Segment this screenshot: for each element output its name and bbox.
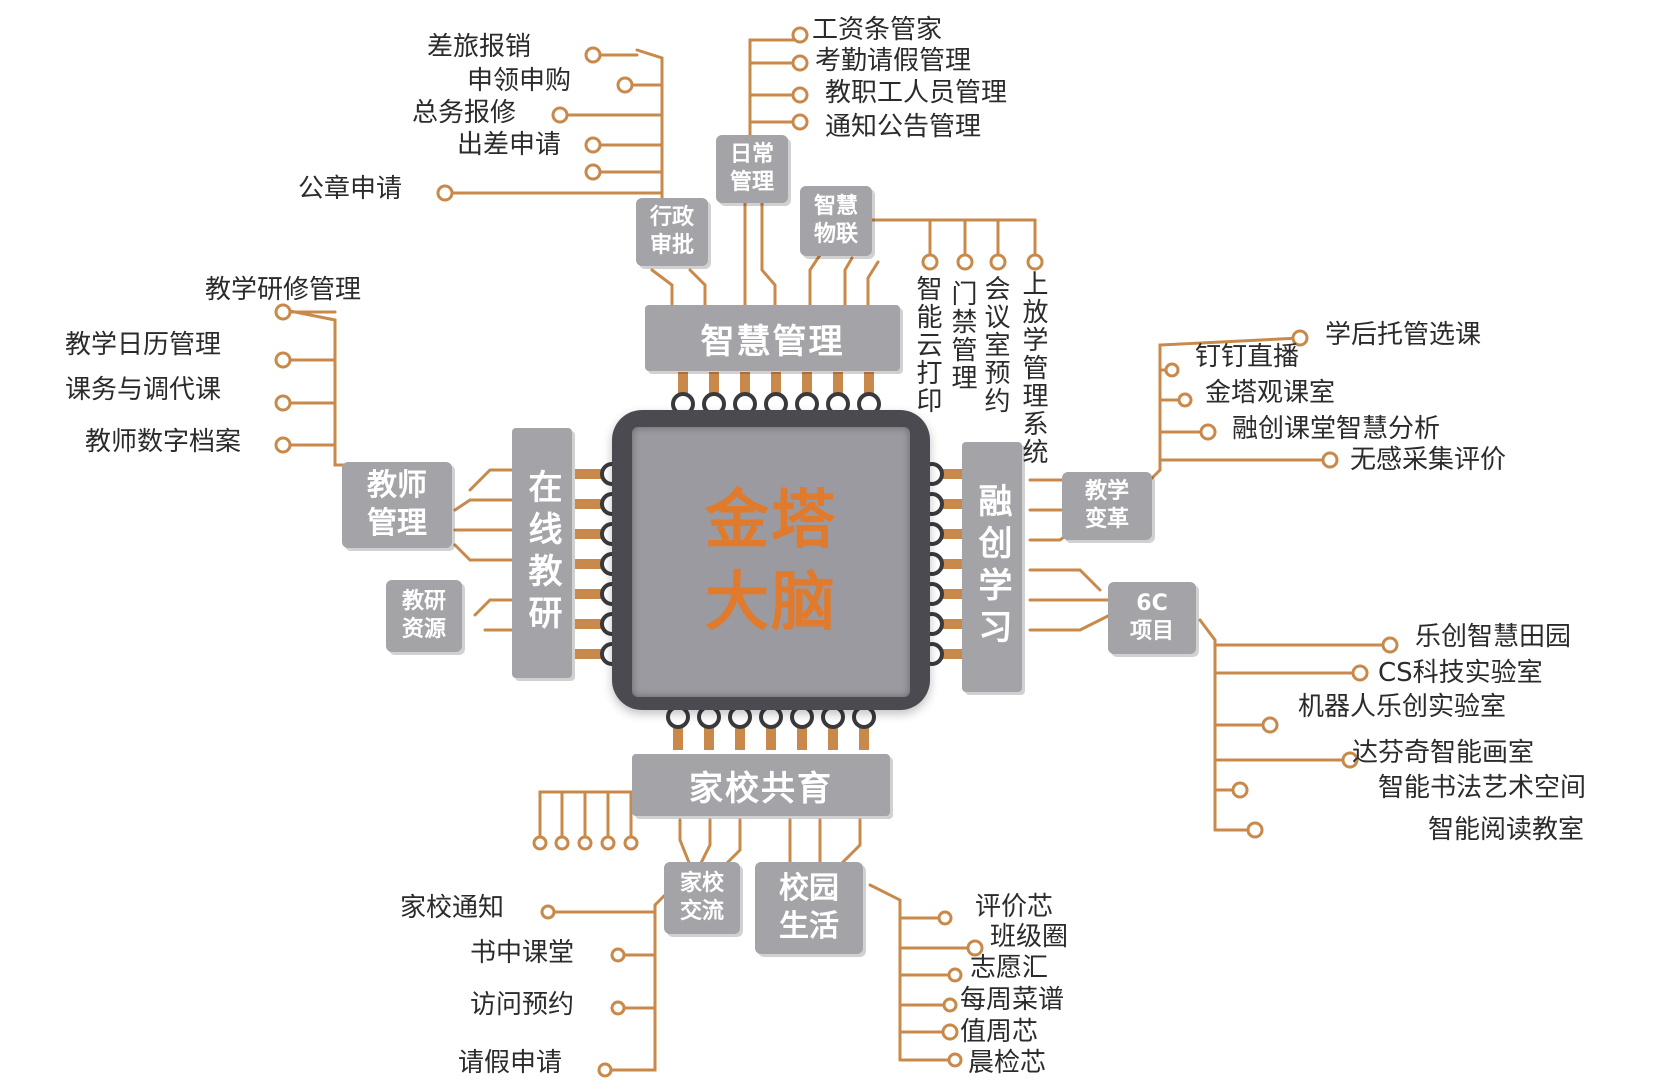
label-class-circle: 班级圈 [990,922,1069,952]
box-smart-iot: 智慧 物联 [800,186,872,256]
label-davinci-studio: 达芬奇智能画室 [1352,738,1535,768]
bar-home-school: 家校共育 [632,754,890,816]
reform-tree [1148,329,1339,482]
label-teaching-calendar: 教学日历管理 [65,330,222,360]
label-seamless-evaluation: 无感采集评价 [1350,445,1507,475]
chip-core [632,427,910,697]
box-teaching-reform: 教学 变革 [1062,472,1152,540]
label-robot-lab: 机器人乐创实验室 [1298,692,1507,722]
label-reading-room: 智能阅读教室 [1428,815,1585,845]
chip-pins-bottom [666,705,876,750]
chip-title: 金塔 大脑 [632,480,910,644]
campus-tree [868,883,984,1068]
box-admin-approval: 行政 审批 [636,198,708,266]
label-digital-archive: 教师数字档案 [85,427,242,457]
label-home-school-notice: 家校通知 [400,893,505,923]
chip-title-line2: 大脑 [705,566,837,640]
label-duty-week: 值周芯 [960,1017,1039,1047]
label-morning-check: 晨检芯 [968,1048,1047,1078]
admin-tree [436,46,664,202]
label-classroom-analysis: 融创课堂智慧分析 [1232,414,1441,444]
box-home-school-communication: 家校 交流 [664,862,740,934]
label-calligraphy-space: 智能书法艺术空间 [1378,773,1587,803]
label-staff-management: 教职工人员管理 [825,78,1008,108]
label-travel-reimbursement: 差旅报销 [427,32,532,62]
box-teacher-management: 教师 管理 [342,462,452,548]
label-school-commute: 上放学管理系统 [1018,270,1048,466]
six-c-tree [1198,618,1399,839]
label-dingtalk-live: 钉钉直播 [1195,342,1300,372]
label-general-repair: 总务报修 [412,98,517,128]
label-research-training: 教学研修管理 [205,275,362,305]
box-6c-project: 6C 项目 [1108,582,1196,654]
label-evaluation-core: 评价芯 [975,892,1054,922]
iot-tree [868,218,1044,271]
box-daily-management: 日常 管理 [716,135,788,203]
label-course-substitution: 课务与调代课 [65,375,222,405]
bar-online-research: 在线教研 [512,428,572,678]
teacher-tree [274,303,347,467]
label-leave-request: 请假申请 [458,1048,563,1078]
label-meeting-room: 会议室预约 [980,275,1010,415]
label-access-control: 门禁管理 [947,280,977,392]
label-purchase-request: 申领申购 [467,66,572,96]
box-research-resources: 教研 资源 [386,580,462,652]
daily-tree [748,26,809,137]
label-attendance: 考勤请假管理 [815,46,972,76]
label-weekly-menu: 每周菜谱 [960,985,1065,1015]
chip-pins-top [671,372,881,416]
label-smart-garden: 乐创智慧田园 [1415,622,1572,652]
box-campus-life: 校园 生活 [755,862,863,954]
label-book-classroom: 书中课堂 [470,938,575,968]
home-school-tree [540,893,667,1078]
label-visit-booking: 访问预约 [470,990,575,1020]
bar-fusion-learning: 融创学习 [962,442,1022,692]
label-cs-lab: CS科技实验室 [1378,658,1543,688]
label-observation-room: 金塔观课室 [1205,378,1336,408]
bar-smart-management: 智慧管理 [645,305,900,371]
label-seal-request: 公章申请 [298,174,403,204]
label-after-school-course: 学后托管选课 [1325,320,1482,350]
top-connectors [650,178,880,307]
label-volunteer: 志愿汇 [970,953,1049,983]
label-notices: 通知公告管理 [825,112,982,142]
chip-title-line1: 金塔 [705,484,837,558]
label-business-trip: 出差申请 [457,130,562,160]
label-cloud-print: 智能云打印 [912,275,942,415]
label-payroll: 工资条管家 [812,15,943,45]
